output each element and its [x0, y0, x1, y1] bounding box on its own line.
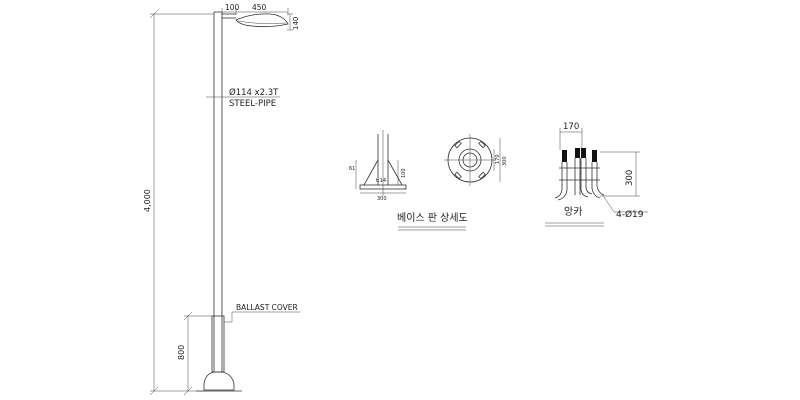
pole-base-mound	[203, 371, 235, 391]
pipe-spec-label: Ø114 x2.3T	[229, 87, 279, 98]
side-dim-right: 100	[401, 168, 407, 178]
lum-dim-height: 140	[292, 17, 300, 30]
anchor-bolt-1	[554, 162, 568, 201]
plan-dim-inner: 170	[495, 154, 501, 164]
side-dim-thk: t:14	[376, 178, 386, 184]
anchor-dim-spacing: 170	[563, 122, 579, 132]
ballast-height-dim: 800	[177, 345, 186, 360]
pipe-material-label: STEEL-PIPE	[229, 99, 276, 109]
anchor-dim-bolt: 4-Ø19	[616, 209, 644, 220]
base-plate-plan-view: 300 170	[444, 134, 508, 186]
lum-dim-offset: 100	[225, 3, 240, 12]
lum-dim-length: 450	[252, 3, 267, 12]
anchor-bolt-3	[580, 158, 593, 198]
anchor-bolt-1-top	[562, 150, 567, 162]
anchor-detail: 170 300 4-Ø19	[554, 122, 648, 220]
anchor-title: 앙카	[564, 206, 582, 218]
anchor-dim-length: 300	[625, 170, 635, 186]
anchor-bolt-2-top	[575, 148, 580, 158]
pole-height-dim: 4,000	[143, 189, 152, 212]
side-dim-h: 61	[349, 166, 355, 172]
base-plate-side	[359, 184, 407, 190]
anchor-bolt-2	[574, 158, 581, 195]
ballast-cover-label: BALLAST COVER	[236, 303, 298, 312]
luminaire	[222, 13, 289, 28]
pole-elevation: 100 450 140 4,000 800 Ø114 x2.3T STEEL-P…	[143, 3, 300, 396]
base-plate-title: 베이스 판 상세도	[397, 212, 468, 224]
base-plate-side-view: 300 t:14 61 100	[349, 130, 407, 202]
plan-dim-outer: 300	[502, 156, 508, 166]
anchor-bolt-4	[591, 162, 605, 199]
anchor-bolt-3-top	[581, 148, 586, 158]
anchor-bolt-4-top	[592, 150, 597, 162]
side-dim-width: 300	[377, 196, 387, 202]
